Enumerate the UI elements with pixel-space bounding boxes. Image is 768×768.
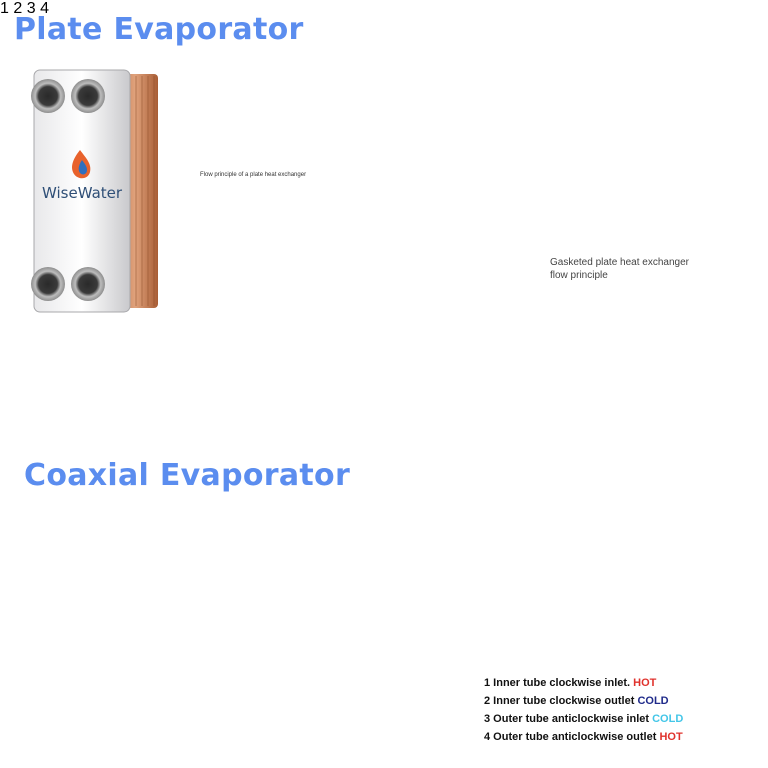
small-diagram-caption: Flow principle of a plate heat exchanger	[200, 172, 307, 178]
plate-evaporator-heading: Plate Evaporator	[14, 12, 304, 47]
legend-item-3: 3 Outer tube anticlockwise inlet COLD	[484, 713, 684, 725]
port-label-1: 1	[0, 0, 9, 17]
coaxial-evaporator-heading: Coaxial Evaporator	[24, 458, 351, 493]
legend-item-1: 1 Inner tube clockwise inlet. HOT	[484, 677, 657, 689]
coaxial-legend: 1 Inner tube clockwise inlet. HOT 2 Inne…	[484, 674, 683, 746]
legend-item-2: 2 Inner tube clockwise outlet COLD	[484, 695, 669, 707]
port-label-4: 4	[40, 0, 49, 17]
port-label-2: 2	[13, 0, 23, 17]
flame-drop-icon	[72, 150, 91, 179]
large-caption-line-2: flow principle	[550, 270, 608, 281]
port-label-3: 3	[26, 0, 36, 17]
large-diagram-caption: Gasketed plate heat exchanger flow princ…	[550, 256, 689, 282]
brand-label: WiseWater	[42, 184, 123, 202]
brazed-plate-exchanger-photo	[31, 69, 158, 313]
legend-item-4: 4 Outer tube anticlockwise outlet HOT	[484, 731, 683, 743]
large-caption-line-1: Gasketed plate heat exchanger	[550, 257, 689, 268]
